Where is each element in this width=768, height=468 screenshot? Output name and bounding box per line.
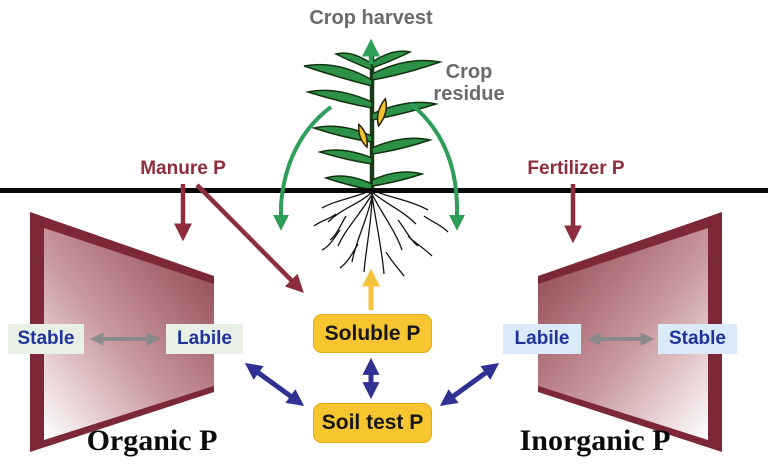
soluble-p-box: Soluble P — [313, 314, 432, 353]
organic-stable-box: Stable — [8, 324, 84, 354]
manure-p-label: Manure P — [140, 158, 226, 179]
inorganic-stable-box: Stable — [658, 324, 737, 354]
inorganic-p-title: Inorganic P — [519, 424, 671, 457]
inorganic-labile-soiltest-arrow — [439, 363, 500, 406]
soil-test-p-box: Soil test P — [313, 403, 432, 443]
crop-residue-label: Crop residue — [433, 61, 505, 105]
fertilizer-p-label: Fertilizer P — [527, 158, 625, 179]
organic-labile-soiltest-arrow — [244, 363, 305, 406]
manure-arrow-to-soluble — [195, 183, 304, 293]
crop-residue-arrow-left — [273, 105, 333, 231]
corn-plant — [303, 50, 449, 277]
inorganic-labile-box: Labile — [503, 324, 581, 354]
crop-residue-arrow-right — [409, 102, 465, 231]
corn-ears — [357, 97, 388, 149]
crop-harvest-label: Crop harvest — [309, 7, 433, 29]
corn-leaves — [303, 50, 443, 191]
organic-p-title: Organic P — [86, 424, 218, 457]
corn-roots — [313, 189, 449, 277]
soil-surface-line — [0, 188, 768, 193]
organic-labile-box: Labile — [166, 324, 243, 354]
